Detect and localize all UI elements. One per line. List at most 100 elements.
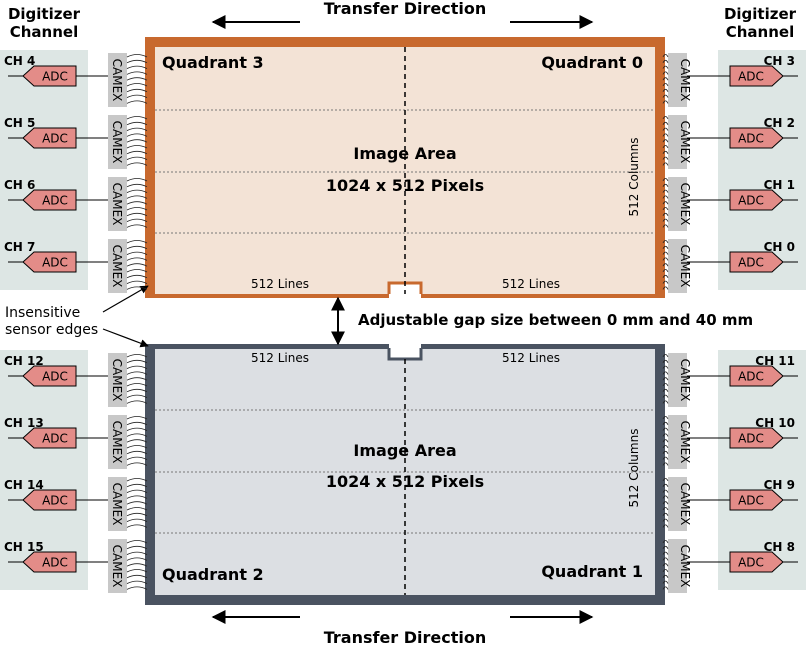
bond-wire: [662, 569, 669, 573]
bond-wire: [662, 94, 669, 98]
camex-label: CAMEX: [678, 121, 692, 164]
adc-label: ADC: [42, 194, 68, 208]
channel-label: CH 11: [755, 354, 795, 368]
adc-symbol: [22, 189, 77, 211]
bond-wire: [662, 483, 669, 487]
bond-wire: [662, 83, 669, 87]
gap-label: Adjustable gap size between 0 mm and 40 …: [358, 311, 753, 329]
bond-wire: [126, 150, 148, 155]
bond-wire: [662, 439, 669, 443]
bond-wire: [662, 540, 669, 544]
bottom-area-title: Image Area: [353, 441, 456, 460]
bond-wire: [662, 88, 669, 92]
camex-box: [108, 239, 127, 293]
bond-wire: [662, 365, 669, 369]
bond-wire: [126, 83, 148, 87]
bond-wire: [126, 251, 148, 255]
adc-label: ADC: [42, 494, 68, 508]
camex-label: CAMEX: [110, 483, 124, 526]
bond-wire: [126, 94, 148, 98]
adc-label: ADC: [738, 370, 764, 384]
bond-wire: [662, 512, 669, 516]
bond-wire: [126, 162, 148, 166]
digitizer-panel-left-bottom: [0, 350, 88, 590]
channel-label: CH 3: [764, 54, 795, 68]
bond-wire: [662, 495, 669, 499]
adc-label: ADC: [42, 370, 68, 384]
bond-wire: [126, 421, 148, 426]
camex-box: [668, 239, 687, 293]
bottom-sensor: Quadrant 2 Quadrant 1 Image Area 1024 x …: [145, 343, 665, 605]
camex-box: [668, 353, 687, 407]
bond-wire: [126, 512, 148, 517]
bond-wire: [126, 88, 148, 93]
adc-label: ADC: [42, 432, 68, 446]
camex-label: CAMEX: [110, 421, 124, 464]
bond-wire: [126, 201, 148, 205]
bond-wire: [662, 263, 669, 267]
channel-label: CH 15: [4, 540, 44, 554]
digitizer-panel-right-top: [718, 50, 806, 290]
bond-wire: [662, 139, 669, 143]
bond-wire: [126, 71, 148, 75]
adc-label: ADC: [42, 256, 68, 270]
bond-wire: [662, 580, 669, 584]
bond-wire: [662, 54, 669, 58]
top-sensor: Quadrant 3 Quadrant 0 Image Area 1024 x …: [145, 37, 665, 299]
bond-wire: [662, 71, 669, 75]
bond-wire: [126, 586, 148, 590]
camex-label: CAMEX: [110, 183, 124, 226]
bond-wire: [126, 183, 148, 188]
bond-wire: [126, 65, 148, 69]
bond-wire: [126, 280, 148, 284]
channel-label: CH 10: [755, 416, 795, 430]
bond-wire: [126, 495, 148, 499]
bond-wire: [126, 483, 148, 488]
camex-label: CAMEX: [678, 421, 692, 464]
top-area-size: 1024 x 512 Pixels: [326, 176, 484, 195]
digitizer-right-line2: Channel: [726, 23, 794, 41]
bond-wire: [662, 274, 669, 278]
top-area-title: Image Area: [353, 144, 456, 163]
bond-wire: [662, 269, 669, 273]
digitizer-left-line2: Channel: [10, 23, 78, 41]
bond-wire: [126, 489, 148, 493]
camex-box: [668, 415, 687, 469]
channel-label: CH 4: [4, 54, 35, 68]
camex-label: CAMEX: [678, 245, 692, 288]
bond-wire: [662, 394, 669, 398]
bond-wire: [662, 416, 669, 420]
bond-wire: [126, 450, 148, 455]
bond-wire: [662, 507, 669, 511]
bottom-lines-right: 512 Lines: [502, 351, 560, 365]
edges-label-line2: sensor edges: [5, 322, 98, 338]
bond-wire: [662, 127, 669, 131]
bond-wire: [126, 59, 148, 64]
bond-wire: [126, 524, 148, 528]
bond-wire: [662, 427, 669, 431]
bond-wire: [662, 121, 669, 125]
digitizer-left-line1: Digitizer: [8, 5, 81, 23]
bond-wire: [126, 569, 148, 573]
adc-symbol: [22, 365, 77, 387]
bond-wire: [126, 388, 148, 393]
camex-label: CAMEX: [678, 359, 692, 402]
bottom-quadrant-left: Quadrant 2: [162, 565, 264, 584]
edges-pointer-top: [102, 285, 149, 313]
bond-wire: [662, 489, 669, 493]
bond-wire: [126, 218, 148, 222]
camex-box: [108, 115, 127, 169]
adc-label: ADC: [42, 132, 68, 146]
bond-wire: [662, 501, 669, 505]
bond-wire: [662, 189, 669, 193]
bond-wire: [126, 557, 148, 561]
adc-symbol: [22, 427, 77, 449]
camex-box: [108, 477, 127, 531]
bond-wire: [662, 240, 669, 244]
adc-label: ADC: [42, 70, 68, 84]
camex-label: CAMEX: [110, 121, 124, 164]
bond-wire: [662, 257, 669, 261]
bond-wire: [126, 212, 148, 217]
bond-wire: [126, 507, 148, 511]
